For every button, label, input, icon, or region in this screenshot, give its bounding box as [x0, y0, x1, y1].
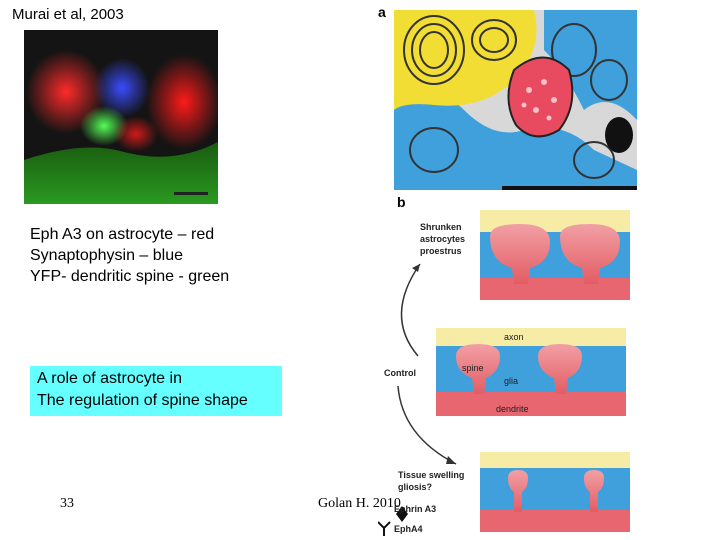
caption-line: Synaptophysin – blue	[30, 247, 183, 264]
legend-ephrin: Ephrin A3	[394, 504, 436, 514]
panel-a-label: a	[378, 4, 386, 20]
citation: Murai et al, 2003	[12, 6, 124, 23]
eph-receptor-icon	[378, 521, 391, 536]
ephrin-icon	[396, 506, 408, 522]
dendrite-label: dendrite	[496, 404, 529, 414]
axon-label: axon	[504, 332, 524, 342]
callout-line: The regulation of spine shape	[37, 392, 248, 409]
glia-label: glia	[504, 376, 518, 386]
top-state-label-3: proestrus	[420, 246, 462, 256]
panel-b-label: b	[397, 194, 406, 210]
callout-box: A role of astrocyte in The regulation of…	[30, 366, 282, 416]
fluorescence-micrograph	[24, 30, 218, 204]
bottom-state-label-2: gliosis?	[398, 482, 432, 492]
spine-schematic: Shrunken astrocytes proestrus Control Ti…	[378, 210, 630, 536]
caption-line: YFP- dendritic spine - green	[30, 268, 230, 285]
caption-line: Eph A3 on astrocyte – red	[30, 226, 215, 243]
control-label: Control	[384, 368, 416, 378]
caption: Eph A3 on astrocyte – red Synaptophysin …	[30, 224, 229, 287]
legend-eph: EphA4	[394, 524, 423, 534]
top-state-label-2: astrocytes	[420, 234, 465, 244]
page-number: 33	[60, 496, 74, 511]
bottom-state-label-1: Tissue swelling	[398, 470, 464, 480]
electron-micrograph	[394, 10, 637, 190]
spine-label: spine	[462, 363, 484, 373]
slide-credit: Golan H. 2010	[318, 496, 401, 511]
top-state-label-1: Shrunken	[420, 222, 462, 232]
callout-line: A role of astrocyte in	[37, 370, 182, 387]
